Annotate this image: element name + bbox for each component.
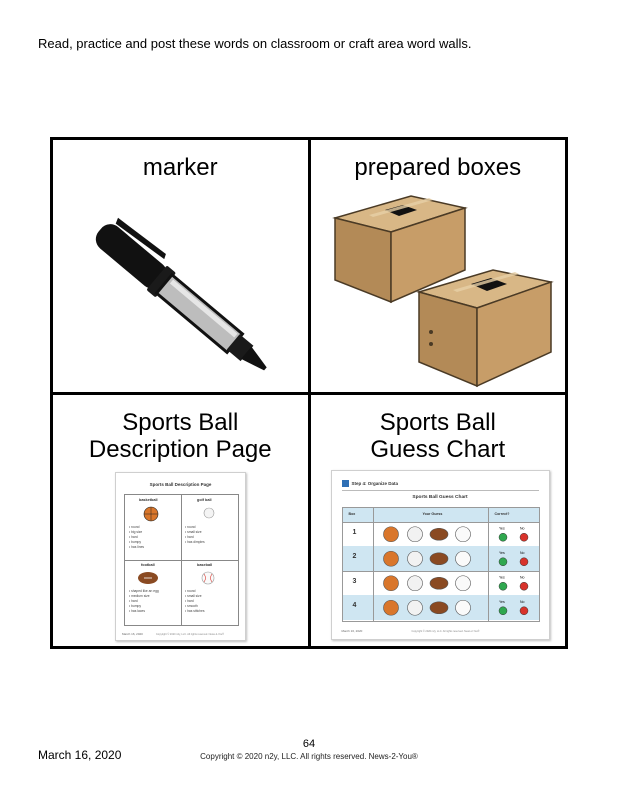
answer-label: Yes (499, 575, 505, 579)
thumb-step-header: Step 4: Organize Data (341, 479, 398, 487)
card-description-page: Sports Ball Description Page Sports Ball… (53, 394, 308, 646)
yes-dot-icon (498, 606, 507, 615)
answer-label: No (520, 599, 525, 603)
answer-label: Yes (499, 550, 505, 554)
thumb-table: basketball golf ball football baseball •… (124, 493, 239, 626)
thumb-title: Sports Ball Description Page (149, 481, 212, 487)
thumb-list: • round• small size• hard• has dimples (185, 524, 205, 544)
copyright-text: Copyright © 2020 n2y, LLC. All rights re… (200, 752, 418, 761)
card-marker: marker (53, 140, 308, 392)
thumb-footer-copyright: Copyright © 2020 n2y, LLC. All rights re… (156, 632, 225, 636)
thumb-label: football (141, 562, 155, 567)
thumb-label: baseball (197, 562, 213, 567)
no-dot-icon (519, 581, 528, 590)
guess-table: Box Your Guess Correct? 1 2 3 4 Y (341, 506, 540, 622)
thumb-label: golf ball (197, 497, 212, 502)
golf-ball-icon (406, 574, 423, 591)
card-title: marker (142, 154, 218, 181)
football-icon (138, 571, 158, 584)
answer-label: No (520, 575, 525, 579)
thumb-label: basketball (139, 497, 158, 502)
step-icon (341, 479, 349, 487)
basketball-icon (382, 574, 399, 591)
guess-table-header: Box Your Guess Correct? (342, 507, 539, 523)
yes-dot-icon (498, 581, 507, 590)
basketball-icon (382, 525, 399, 542)
football-icon (429, 576, 448, 590)
card-title: Sports Ball Description Page (53, 409, 308, 463)
no-dot-icon (519, 606, 528, 615)
football-icon (429, 600, 448, 614)
answer-label: No (520, 550, 525, 554)
yes-dot-icon (498, 532, 507, 541)
football-icon (429, 551, 448, 565)
baseball-icon (201, 571, 215, 584)
baseball-icon (454, 574, 471, 591)
basketball-icon (143, 506, 159, 521)
instructions-text: Read, practice and post these words on c… (38, 36, 472, 51)
no-dot-icon (519, 557, 528, 566)
basketball-icon (382, 550, 399, 567)
golf-ball-icon (203, 507, 215, 518)
cardboard-boxes-illustration (331, 195, 554, 388)
no-dot-icon (519, 532, 528, 541)
guess-chart-thumbnail: Step 4: Organize Data Sports Ball Guess … (330, 469, 550, 640)
thumb-footer-date: March 16, 2020 (122, 631, 143, 636)
word-wall-grid: marker prepared boxes (50, 137, 568, 649)
baseball-icon (454, 550, 471, 567)
card-title: prepared boxes (354, 154, 522, 181)
card-prepared-boxes: prepared boxes (310, 140, 565, 392)
description-page-thumbnail: Sports Ball Description Page basketball … (115, 471, 246, 641)
page-number: 64 (302, 738, 316, 750)
card-guess-chart: Sports Ball Guess Chart Step 4: Organize… (310, 394, 566, 646)
card-title-line: Description Page (88, 435, 272, 463)
yes-dot-icon (498, 557, 507, 566)
card-title-line: Guess Chart (370, 435, 506, 463)
footer-date: March 16, 2020 (38, 748, 122, 762)
golf-ball-icon (406, 525, 423, 542)
card-title-line: Sports Ball (122, 408, 239, 436)
answer-label: Yes (499, 599, 505, 603)
basketball-icon (382, 599, 399, 616)
card-title: Sports Ball Guess Chart (311, 409, 566, 463)
thumb-footer-copyright: Copyright © 2020 n2y, LLC. All rights re… (411, 629, 480, 633)
thumb-list: • round• big size• hard• bumpy• has line… (129, 524, 145, 549)
answer-label: Yes (499, 526, 505, 530)
thumb-footer-date: March 16, 2020 (341, 628, 363, 633)
thumb-list: • round• small size• hard• smooth• has s… (185, 588, 205, 613)
golf-ball-icon (406, 599, 423, 616)
thumb-title: Sports Ball Guess Chart (412, 494, 468, 500)
baseball-icon (454, 599, 471, 616)
answer-label: No (520, 526, 525, 530)
golf-ball-icon (406, 550, 423, 567)
football-icon (429, 527, 448, 541)
thumb-list: • shaped like an egg• medium size• hard•… (129, 588, 159, 613)
marker-illustration (95, 217, 267, 371)
baseball-icon (454, 525, 471, 542)
card-title-line: Sports Ball (379, 408, 496, 436)
